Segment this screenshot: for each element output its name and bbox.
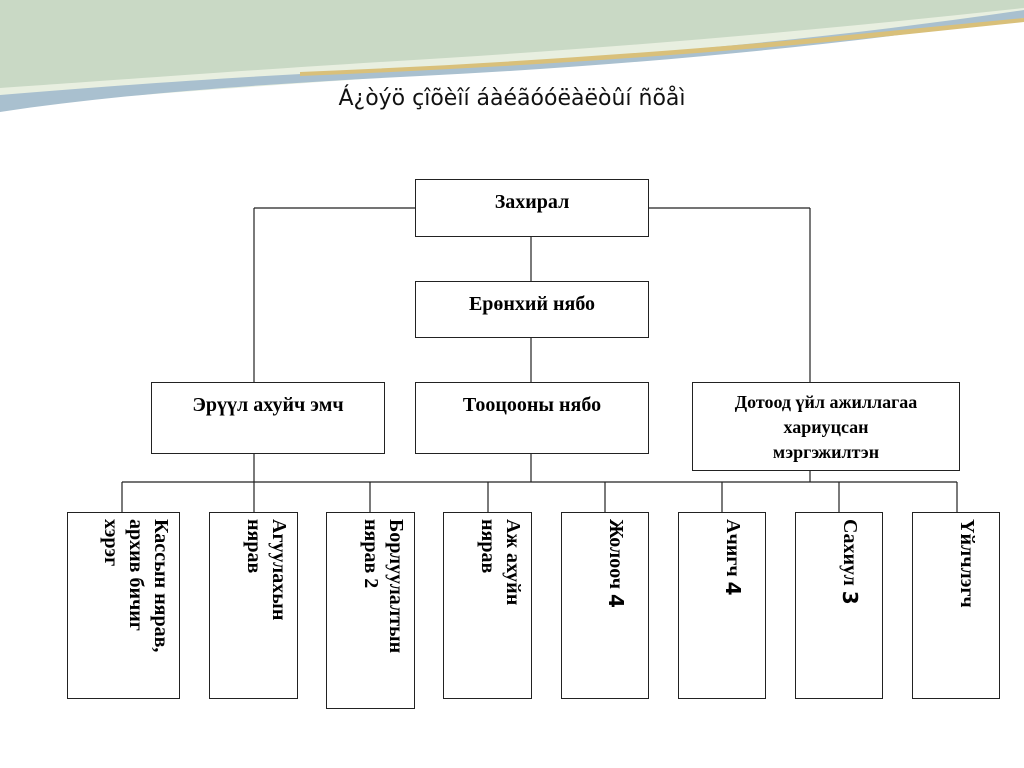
staff-count: 4 (721, 581, 745, 596)
staff-count: 3 (838, 590, 862, 605)
staff-box-loader: Ачигч 4 (678, 512, 766, 699)
staff-box-cashier: Кассын нярав, архив бичиг хэрэг (67, 512, 180, 699)
staff-text: Жолооч (605, 519, 627, 594)
staff-label-driver: Жолооч 4 (603, 519, 628, 608)
staff-text: Кассын нярав, архив бичиг хэрэг (100, 519, 172, 653)
staff-box-driver: Жолооч 4 (561, 512, 649, 699)
staff-label-cleaner: Үйлчлэгч (954, 519, 979, 608)
doctor-box: Эрүүл ахуйч эмч (151, 382, 385, 454)
wave-accent (300, 18, 1024, 76)
accountant-box: Тооцооны нябо (415, 382, 649, 454)
staff-box-warehouse: Агуулахын нярав (209, 512, 298, 699)
staff-text: Борлуулалтын нярав 2 (360, 519, 407, 654)
chief-accountant-label: Ерөнхий нябо (468, 293, 596, 315)
page-title: Á¿òýö çîõèîí áàéãóóëàëòûí ñõåì (338, 86, 686, 111)
staff-label-facilities: Аж ахуйн нярав (475, 519, 525, 605)
staff-box-sales: Борлуулалтын нярав 2 (326, 512, 415, 709)
staff-label-guard: Сахиул 3 (837, 519, 862, 605)
header-wave-decoration (0, 0, 1024, 112)
staff-box-cleaner: Үйлчлэгч (912, 512, 1000, 699)
staff-label-cashier: Кассын нярав, архив бичиг хэрэг (98, 519, 173, 652)
staff-count: 4 (604, 594, 628, 608)
internal-ops-label-line2: хариуцсан (783, 417, 869, 437)
staff-text: Агуулахын нярав (243, 519, 290, 621)
internal-ops-label-line3: мэргэжилтэн (772, 442, 880, 462)
internal-ops-box: Дотоод үйл ажиллагаа хариуцсан мэргэжилт… (692, 382, 960, 471)
wave-mid (0, 0, 1024, 88)
staff-label-warehouse: Агуулахын нярав (241, 519, 291, 620)
staff-label-loader: Ачигч 4 (720, 519, 745, 596)
chief-accountant-box: Ерөнхий нябо (415, 281, 649, 338)
director-label: Захирал (494, 191, 570, 213)
staff-box-facilities: Аж ахуйн нярав (443, 512, 532, 699)
director-box: Захирал (415, 179, 649, 237)
staff-text: Үйлчлэгч (956, 519, 978, 608)
accountant-label: Тооцооны нябо (462, 394, 602, 416)
internal-ops-label-line1: Дотоод үйл ажиллагаа (734, 392, 918, 412)
staff-text: Сахиул (839, 519, 861, 591)
staff-label-sales: Борлуулалтын нярав 2 (358, 519, 408, 653)
doctor-label: Эрүүл ахуйч эмч (192, 394, 344, 416)
staff-box-guard: Сахиул 3 (795, 512, 883, 699)
staff-text: Ачигч (722, 519, 744, 582)
staff-text: Аж ахуйн нярав (477, 519, 524, 606)
